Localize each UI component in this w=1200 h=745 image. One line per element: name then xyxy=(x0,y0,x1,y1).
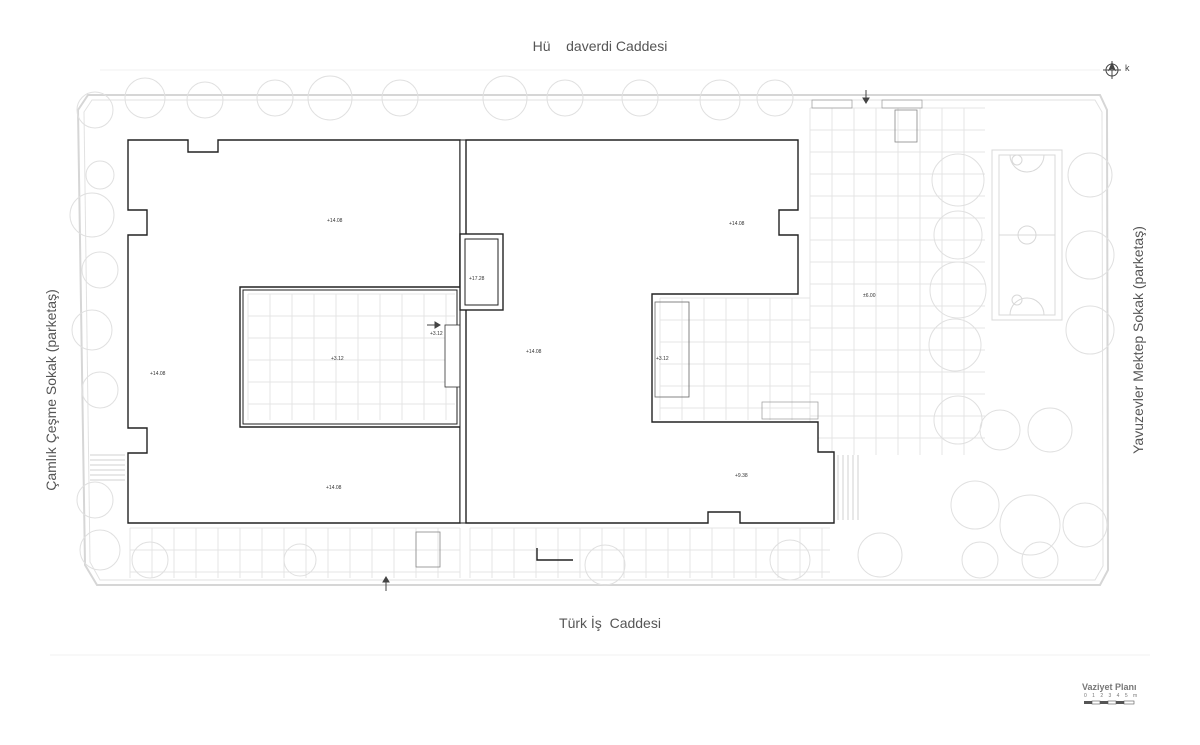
landscape-trees xyxy=(69,75,1115,586)
stairs-east xyxy=(837,455,859,520)
building-joint xyxy=(459,139,467,524)
tree-icon xyxy=(961,541,999,579)
tree-icon xyxy=(933,210,983,260)
tree-icon xyxy=(1027,407,1073,453)
core-inner xyxy=(464,238,499,306)
elev-courtyard-b: +3.12 xyxy=(656,356,669,362)
tree-icon xyxy=(76,481,114,519)
tree-icon xyxy=(999,494,1061,556)
scale-title: Vaziyet Planı xyxy=(1082,682,1137,692)
courtyard-b-bench xyxy=(761,401,819,420)
stairs-west xyxy=(90,454,125,481)
north-gate-right xyxy=(881,99,923,109)
tree-icon xyxy=(283,543,317,577)
tree-icon xyxy=(307,75,353,121)
tree-icon xyxy=(928,318,982,372)
tree-icon xyxy=(71,309,113,351)
tree-icon xyxy=(1021,541,1059,579)
core-outer xyxy=(459,233,504,311)
elev-block-a-west: +14.08 xyxy=(150,371,166,377)
south-planter xyxy=(536,548,573,561)
sports-court xyxy=(991,149,1063,321)
tree-icon xyxy=(1067,152,1113,198)
courtyard-entry-arrow-icon xyxy=(427,321,441,329)
courtyard-b-wall xyxy=(654,301,690,398)
tree-icon xyxy=(81,251,119,289)
street-label-east: Yavuzevler Mektep Sokak (parketaş) xyxy=(1130,226,1146,454)
street-label-west: Çamlık Çeşme Sokak (parketaş) xyxy=(43,289,59,491)
tree-icon xyxy=(769,539,811,581)
entrance-arrow-north-icon xyxy=(862,90,870,104)
elev-block-a-south: +14.08 xyxy=(326,485,342,491)
tree-icon xyxy=(381,79,419,117)
scale-ticks: 0 1 2 3 4 5 m xyxy=(1084,693,1140,699)
elev-block-a-north: +14.08 xyxy=(327,218,343,224)
tree-icon xyxy=(1065,305,1115,355)
tree-icon xyxy=(186,81,224,119)
north-arrow-icon xyxy=(1103,61,1121,79)
tree-icon xyxy=(85,160,115,190)
elev-core: +17.28 xyxy=(469,276,485,282)
tree-icon xyxy=(1062,502,1108,548)
elev-courtyard-a: +3.12 xyxy=(331,356,344,362)
building-a-outline xyxy=(127,139,461,524)
tree-icon xyxy=(933,395,983,445)
tree-icon xyxy=(76,91,114,129)
tree-icon xyxy=(931,153,985,207)
street-label-north: Hü daverdi Caddesi xyxy=(532,38,668,54)
tree-icon xyxy=(950,480,1000,530)
tree-icon xyxy=(584,544,626,586)
elev-block-b-south: +9.38 xyxy=(735,473,748,479)
courtyard-a-ramp xyxy=(444,324,461,388)
north-label: k xyxy=(1125,63,1130,73)
tree-icon xyxy=(1065,230,1115,280)
tree-icon xyxy=(979,409,1021,451)
tree-icon xyxy=(69,192,115,238)
street-label-south: Türk İş Caddesi xyxy=(559,615,661,631)
tree-icon xyxy=(929,261,987,319)
entrance-arrow-south-icon xyxy=(382,576,390,591)
tree-icon xyxy=(256,79,294,117)
scale-bar xyxy=(1084,700,1135,705)
elev-sports-field: ±6.00 xyxy=(863,293,876,299)
site-boundary xyxy=(76,94,1110,586)
north-gate-left xyxy=(811,99,853,109)
tree-icon xyxy=(699,79,741,121)
elev-courtyard-a-entry: +3.12 xyxy=(430,331,443,337)
site-boundary-inner xyxy=(83,99,1104,581)
tree-icon xyxy=(124,77,166,119)
tree-icon xyxy=(756,79,794,117)
entrance-kiosk xyxy=(415,531,441,568)
tree-icon xyxy=(79,529,121,571)
tree-icon xyxy=(546,79,584,117)
building-b-outline xyxy=(465,139,835,524)
guard-booth xyxy=(894,109,918,143)
tree-icon xyxy=(621,79,659,117)
tree-icon xyxy=(131,541,169,579)
tree-icon xyxy=(81,371,119,409)
tree-icon xyxy=(857,532,903,578)
elev-block-b-north: +14.08 xyxy=(729,221,745,227)
elev-block-b-center: +14.08 xyxy=(526,349,542,355)
tree-icon xyxy=(482,75,528,121)
